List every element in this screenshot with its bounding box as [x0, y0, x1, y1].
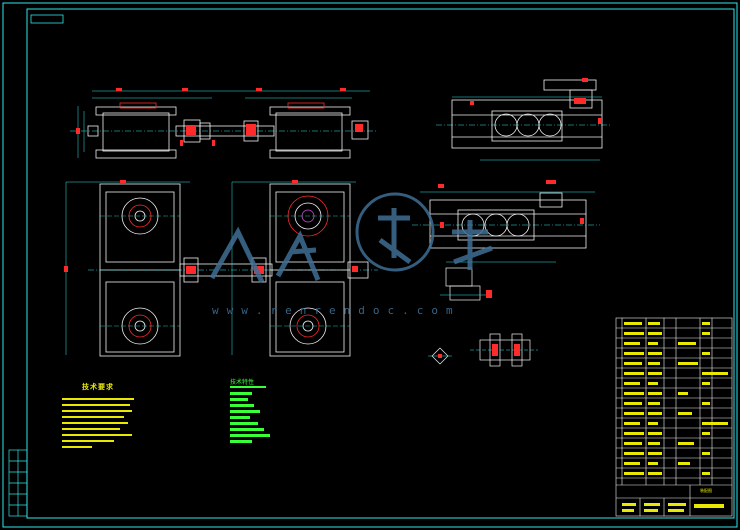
plan-view-left-gearbox [65, 181, 190, 357]
side-view-gearbox [436, 79, 612, 161]
title-block-mark: 装配图 [700, 488, 712, 493]
technical-specs-title: 技术特性 [230, 379, 255, 386]
technical-notes-lines [62, 398, 134, 448]
plan-view-right-gearbox [231, 181, 356, 357]
drawing-number-box [30, 14, 64, 24]
technical-requirements-title: 技术要求 [82, 383, 114, 391]
detail-view-coupling [470, 333, 538, 367]
revision-column [8, 449, 28, 517]
front-view-gearbox-pair [70, 90, 378, 159]
front-view-dimension-ticks [76, 88, 363, 146]
watermark-url: www.renrendoc.com [212, 304, 461, 317]
sheet-inner-border [26, 8, 735, 519]
detail-view-key [428, 347, 452, 365]
section-view-highlights [438, 180, 584, 228]
watermark-logo [209, 192, 493, 284]
side-view-highlights [470, 78, 602, 124]
detail-view-bracket [440, 267, 492, 301]
plan-view-dimension-ticks [64, 180, 358, 274]
section-view-gearbox [412, 191, 600, 263]
technical-specs-lines [230, 386, 270, 443]
parts-list-text [622, 322, 728, 512]
parts-list-table [615, 317, 733, 517]
